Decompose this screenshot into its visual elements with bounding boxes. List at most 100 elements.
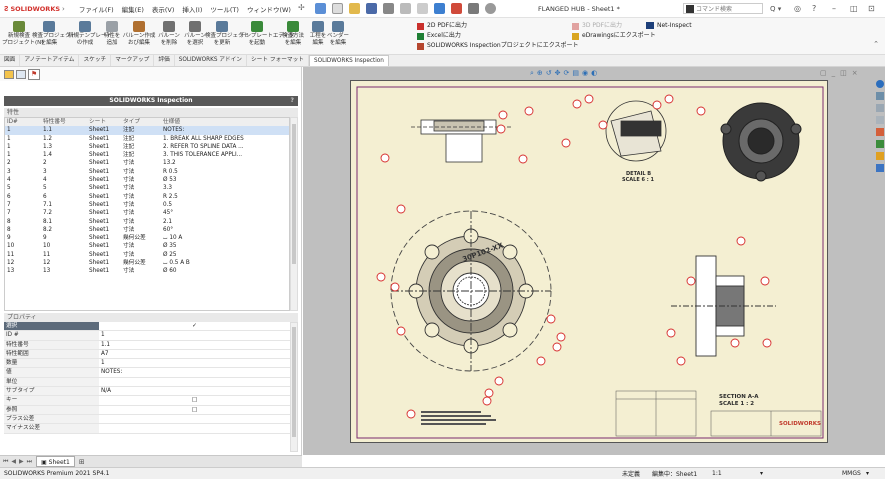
chevron-right-icon[interactable]: › — [62, 4, 65, 13]
export-inspection-project-button[interactable]: SOLIDWORKS Inspectionプロジェクトにエクスポート — [417, 41, 579, 51]
property-value[interactable]: N/A — [101, 388, 112, 395]
ribbon-button[interactable]: バルーン を削除 — [152, 21, 186, 46]
column-header[interactable]: 仕様値 — [163, 119, 181, 125]
property-value[interactable] — [99, 414, 290, 423]
menu-item[interactable]: 挿入(I) — [182, 5, 203, 14]
column-header[interactable]: シート — [89, 119, 107, 125]
ribbon-button[interactable]: 新規テンプレート の作成 — [68, 21, 112, 46]
property-value[interactable]: NOTES: — [101, 369, 123, 376]
file-properties-icon[interactable] — [467, 3, 479, 14]
command-tab[interactable]: SOLIDWORKS Inspection — [309, 55, 389, 66]
view-palette-icon[interactable] — [875, 116, 884, 124]
property-row[interactable]: キー□ — [4, 395, 290, 406]
command-tab[interactable]: 図面 — [0, 55, 21, 66]
menu-item[interactable]: ファイル(F) — [78, 5, 114, 14]
display-style-icon[interactable]: ▤ — [572, 69, 580, 77]
prev-sheet-icon[interactable]: ◀ — [11, 458, 17, 465]
menu-item[interactable]: 編集(E) — [121, 5, 144, 14]
resources-icon[interactable] — [875, 80, 884, 88]
doc-minimize-icon[interactable]: _ — [831, 69, 836, 77]
char-scrollbar[interactable] — [290, 117, 298, 311]
file-explorer-icon[interactable] — [875, 104, 884, 112]
doc-maximize-icon[interactable]: ◫ — [840, 69, 847, 77]
property-row[interactable]: 単位 — [4, 377, 290, 387]
column-header[interactable]: ID# — [7, 119, 18, 125]
appearance-icon[interactable]: ◐ — [591, 69, 598, 77]
property-row[interactable]: プラス公差 — [4, 414, 290, 424]
export-3d-pdf-button[interactable]: 3D PDFに出力 — [572, 21, 656, 31]
status-units-chevron-icon[interactable]: ▾ — [866, 470, 870, 477]
property-value[interactable]: □ — [191, 406, 198, 413]
ribbon-button[interactable]: 検査プロジェクト を更新 — [205, 21, 249, 46]
help-icon[interactable]: ? — [812, 4, 817, 13]
print-icon[interactable] — [382, 3, 394, 14]
zoom-area-icon[interactable]: ⊕ — [536, 69, 543, 77]
search-input[interactable]: コマンド検索 — [696, 6, 733, 13]
first-sheet-icon[interactable]: ⏮ — [3, 457, 9, 465]
property-value[interactable]: ✓ — [192, 323, 197, 329]
export-excel-button[interactable]: Excelに出力 — [417, 31, 579, 41]
redo-icon[interactable] — [416, 3, 428, 14]
property-row[interactable]: ID #1 — [4, 330, 290, 341]
column-header[interactable]: タイプ — [123, 119, 141, 125]
menu-item[interactable]: ツール(T) — [210, 5, 239, 14]
solidworks-logo[interactable]: ᴤ SOLIDWORKS › — [4, 4, 65, 14]
column-header[interactable]: 特性番号 — [43, 119, 66, 125]
design-library-icon[interactable] — [875, 92, 884, 100]
pin-icon[interactable]: ✢ — [297, 3, 305, 12]
ribbon-button[interactable]: ベンダー を編集 — [321, 21, 355, 46]
ribbon-button[interactable]: 検査プロジェクト を編集 — [32, 21, 76, 46]
property-manager-icon[interactable] — [16, 69, 26, 79]
command-tab[interactable]: アノテートアイテム — [20, 55, 80, 66]
zoom-fit-icon[interactable]: ⌕ — [530, 69, 534, 77]
doc-restore-icon[interactable]: ▢ — [820, 69, 827, 77]
status-units[interactable]: MMGS — [842, 470, 861, 477]
property-value[interactable]: A7 — [101, 350, 109, 357]
command-tab[interactable]: マークアップ — [111, 55, 155, 66]
solidworks-forum-icon[interactable] — [875, 152, 884, 160]
ribbon-button[interactable]: 工程を 編集 — [301, 21, 335, 46]
collapse-ribbon-icon[interactable]: ⌃ — [873, 40, 879, 48]
forum-icon[interactable] — [875, 164, 884, 172]
property-value[interactable]: □ — [191, 397, 198, 404]
save-icon[interactable] — [365, 3, 377, 14]
command-search[interactable]: コマンド検索 — [683, 3, 763, 14]
property-row[interactable]: 選択✓ — [4, 322, 290, 331]
user-icon[interactable]: ◎ — [794, 4, 801, 13]
appearances-icon[interactable] — [875, 128, 884, 136]
minimize-icon[interactable]: – — [832, 4, 836, 13]
rotate-icon[interactable]: ⟳ — [563, 69, 570, 77]
new-document-icon[interactable] — [331, 3, 343, 14]
property-value[interactable]: 1 — [101, 360, 105, 367]
prop-scrollbar[interactable] — [290, 322, 298, 452]
menu-item[interactable]: ウィンドウ(W) — [246, 5, 291, 14]
add-sheet-icon[interactable]: ⊞ — [78, 457, 85, 466]
char-scrollbar-thumb[interactable] — [292, 124, 296, 264]
prop-scrollbar-thumb[interactable] — [292, 327, 296, 437]
custom-properties-icon[interactable] — [875, 140, 884, 148]
drawing-sheet[interactable]: DETAIL B SCALE 6 : 1 — [350, 80, 828, 443]
command-tab[interactable]: 評価 — [154, 55, 175, 66]
previous-view-icon[interactable]: ↺ — [545, 69, 552, 77]
property-value[interactable]: 1 — [101, 332, 105, 339]
property-value[interactable] — [99, 377, 290, 386]
next-sheet-icon[interactable]: ▶ — [19, 458, 24, 465]
ribbon-button[interactable]: 検査方法 を編集 — [276, 21, 310, 46]
net-inspect-button[interactable]: Net-Inspect — [646, 22, 692, 29]
